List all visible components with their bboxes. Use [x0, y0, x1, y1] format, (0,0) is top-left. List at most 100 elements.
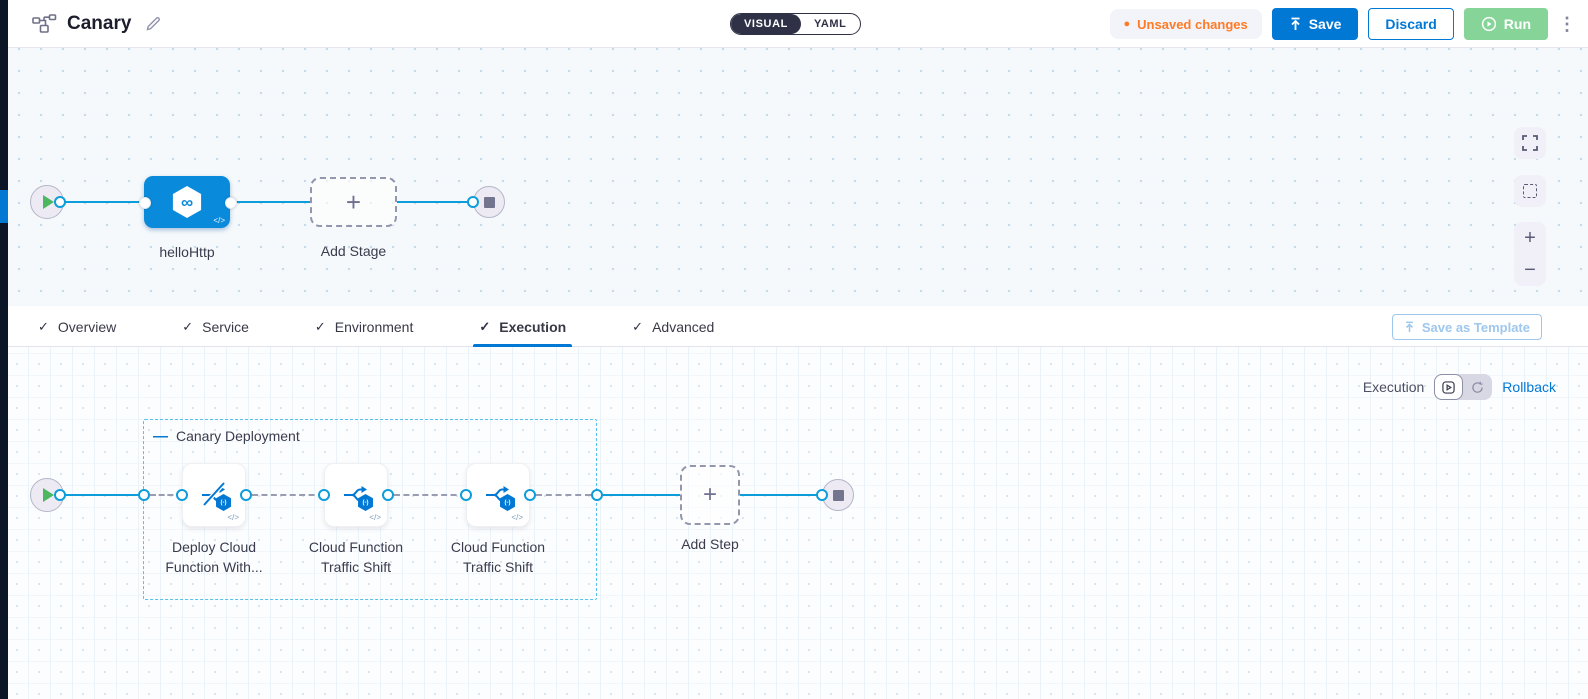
rollback-link[interactable]: Rollback [1502, 379, 1556, 395]
code-icon: </> [369, 513, 381, 522]
start-play-icon [43, 195, 54, 209]
execution-mode-button[interactable] [1434, 374, 1464, 400]
stage-tabbar: ✓ Overview ✓ Service ✓ Environment ✓ Exe… [8, 306, 1588, 347]
connector-line [232, 200, 310, 203]
connector-dot[interactable] [139, 197, 151, 209]
badge-glyph: (-) [362, 499, 369, 506]
toggle-yaml[interactable]: YAML [813, 18, 847, 30]
step-group-label: Canary Deployment [176, 428, 300, 444]
zoom-in-button[interactable]: + [1524, 227, 1536, 249]
badge-glyph: (-) [504, 499, 511, 506]
connector-dot[interactable] [467, 196, 479, 208]
connector-dot[interactable] [138, 489, 150, 501]
connector-dot[interactable] [240, 489, 252, 501]
plus-icon: + [345, 187, 362, 217]
step-group-canary-deployment[interactable] [143, 419, 597, 600]
add-stage-label: Add Stage [320, 243, 387, 259]
step-traffic-shift-2[interactable]: (-) </> [466, 463, 530, 527]
nav-strip-accent [0, 190, 8, 223]
save-as-template-label: Save as Template [1421, 319, 1530, 335]
step-deploy-cloud-function[interactable]: (-) </> [182, 463, 246, 527]
tab-advanced[interactable]: ✓ Advanced [630, 306, 716, 347]
tab-overview[interactable]: ✓ Overview [36, 306, 118, 347]
check-icon: ✓ [314, 318, 326, 334]
collapse-group-icon[interactable]: — [153, 427, 168, 445]
more-options-kebab-icon[interactable]: ⋮ [1558, 13, 1576, 34]
visual-yaml-toggle: VISUAL YAML [730, 13, 861, 35]
connector-line [60, 200, 145, 203]
connector-dot[interactable] [524, 489, 536, 501]
add-stage-button[interactable]: + [310, 177, 397, 227]
connector-dot[interactable] [591, 489, 603, 501]
stage-canvas[interactable]: ∞ </> helloHttp + Add Stage + − [0, 48, 1588, 306]
code-icon: </> [511, 513, 523, 522]
tab-service[interactable]: ✓ Service [180, 306, 251, 347]
cloud-function-badge-icon: (-) [500, 494, 515, 511]
connector-dot[interactable] [460, 489, 472, 501]
connector-dot[interactable] [54, 196, 66, 208]
connector-dot[interactable] [382, 489, 394, 501]
add-step-button[interactable]: + [680, 465, 740, 525]
unsaved-changes-label: Unsaved changes [1137, 16, 1248, 32]
run-play-icon [1481, 16, 1497, 32]
discard-button[interactable]: Discard [1368, 8, 1454, 40]
dashed-connector-line [394, 494, 466, 496]
check-icon: ✓ [632, 318, 644, 334]
check-icon: ✓ [479, 318, 491, 334]
execution-canvas[interactable]: Execution Rollback [0, 347, 1588, 699]
fullscreen-icon [1522, 135, 1538, 151]
fullscreen-button[interactable] [1514, 127, 1546, 159]
toggle-visual[interactable]: VISUAL [731, 14, 801, 34]
connector-dot[interactable] [318, 489, 330, 501]
tab-execution[interactable]: ✓ Execution [473, 306, 572, 347]
execution-mode-bar: Execution Rollback [1363, 374, 1556, 400]
page-title: Canary [67, 13, 132, 34]
start-play-icon [43, 488, 54, 502]
tab-environment[interactable]: ✓ Environment [313, 306, 416, 347]
tab-label: Overview [57, 318, 117, 335]
connector-line [60, 493, 144, 496]
execution-icon [1442, 380, 1455, 394]
stage-hellohttp[interactable]: ∞ </> [144, 176, 230, 228]
code-icon: </> [227, 513, 239, 522]
connector-dot[interactable] [176, 489, 188, 501]
cloud-function-badge-icon: (-) [216, 494, 231, 511]
unsaved-changes-badge: ● Unsaved changes [1109, 9, 1262, 39]
stage-label: helloHttp [159, 244, 215, 260]
tabs: ✓ Overview ✓ Service ✓ Environment ✓ Exe… [36, 306, 716, 347]
tab-label: Service [202, 318, 249, 335]
connector-dot[interactable] [225, 197, 237, 209]
check-icon: ✓ [182, 318, 194, 334]
edit-pencil-icon[interactable] [145, 16, 161, 32]
marquee-select-button[interactable] [1514, 175, 1546, 207]
save-button[interactable]: Save [1271, 8, 1359, 40]
stop-square-icon [832, 489, 844, 501]
upload-icon [1289, 17, 1302, 31]
header-actions: ● Unsaved changes Save Discard [1109, 0, 1576, 48]
save-as-template-button[interactable]: Save as Template [1391, 314, 1542, 340]
collapsed-nav-strip[interactable] [0, 0, 8, 699]
header-left: Canary [32, 0, 161, 48]
rollback-mode-button[interactable] [1463, 374, 1492, 400]
zoom-out-button[interactable]: − [1524, 259, 1536, 281]
step-traffic-shift-1[interactable]: (-) </> [324, 463, 388, 527]
header: Canary VISUAL YAML ● Unsaved changes [8, 0, 1588, 48]
save-button-label: Save [1308, 16, 1342, 32]
zoom-controls: + − [1514, 222, 1546, 286]
run-button[interactable]: Run [1463, 8, 1548, 40]
dashed-connector-line [536, 494, 591, 496]
execution-rollback-toggle [1434, 374, 1493, 400]
discard-button-label: Discard [1385, 16, 1437, 32]
check-icon: ✓ [38, 318, 49, 334]
step-group-header: — Canary Deployment [153, 428, 300, 444]
badge-glyph: (-) [220, 499, 227, 506]
pipeline-icon [32, 13, 57, 35]
execution-mode-label: Execution [1362, 379, 1425, 395]
serverless-function-icon: ∞ [172, 186, 202, 218]
connector-dot[interactable] [54, 489, 66, 501]
connector-dot[interactable] [816, 489, 828, 501]
